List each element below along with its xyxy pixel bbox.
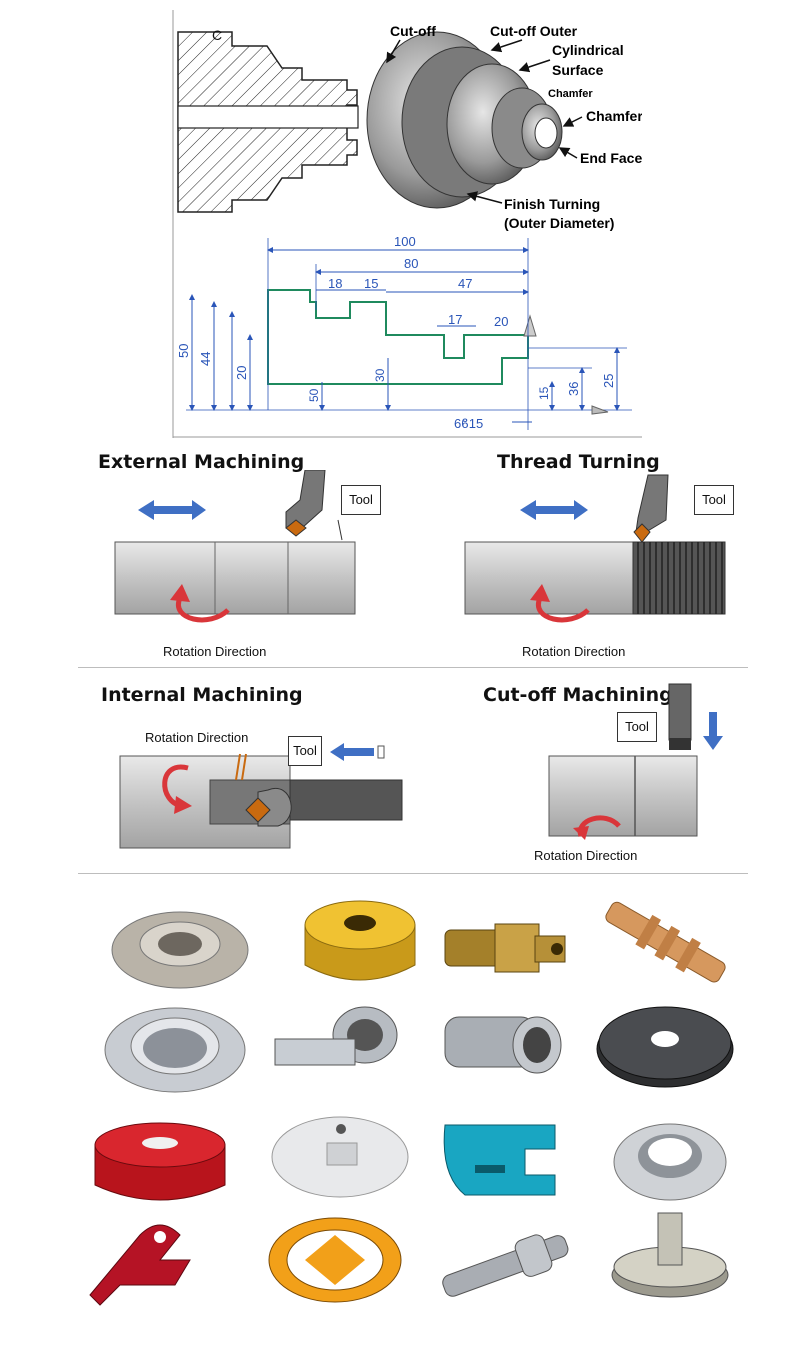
- internal-machining-title: Internal Machining: [101, 684, 303, 706]
- steel-pivot-arm-icon: [274, 1006, 398, 1066]
- dim-18: 18: [328, 276, 342, 291]
- left-arrow-icon: [330, 743, 385, 761]
- parts-gallery: [0, 890, 800, 1340]
- dim-100: 100: [394, 234, 416, 249]
- down-arrow-icon: [703, 712, 723, 750]
- internal-tool-label: Tool: [288, 736, 322, 766]
- surface-label: Surface: [552, 62, 604, 78]
- horizontal-double-arrow-icon: [520, 500, 588, 520]
- steel-housing-icon: [444, 1016, 562, 1074]
- aluminum-flange-icon: [111, 911, 249, 989]
- machining-figure: C Cut-off Cut-off Outer Cylindrical Surf…: [172, 10, 643, 438]
- turned-part-render: [366, 31, 563, 209]
- gold-threaded-cap-icon: [304, 900, 416, 981]
- dim-50-inner: 50: [307, 388, 321, 402]
- end-face-label: End Face: [580, 150, 642, 166]
- internal-rotation-label: Rotation Direction: [145, 730, 249, 745]
- copper-shaft-icon: [605, 901, 726, 983]
- cutoff-label: Cut-off: [390, 23, 436, 39]
- dim-bottom: 6ϐ15: [454, 416, 483, 431]
- thread-rotation-label: Rotation Direction: [522, 644, 626, 659]
- dim-17: 17: [448, 312, 462, 327]
- dim-80: 80: [404, 256, 418, 271]
- dim-30: 30: [373, 368, 387, 382]
- dim-15: 15: [364, 276, 378, 291]
- rotation-arrow-icon: [530, 584, 590, 623]
- rotation-arrow-icon: [170, 584, 230, 623]
- dim-15-inner: 15: [537, 386, 551, 400]
- cross-section: [177, 31, 359, 213]
- brass-fitting-icon: [444, 923, 566, 973]
- black-flange-plate-icon: [596, 1006, 734, 1088]
- silver-flange-ring-icon: [104, 1007, 246, 1093]
- finish-turning-label: Finish Turning: [504, 196, 600, 212]
- dim-25: 25: [601, 374, 616, 388]
- steel-bolt-shaft-icon: [442, 1234, 569, 1297]
- divider-2: [78, 873, 748, 874]
- rotation-arrow-icon: [162, 764, 192, 814]
- cutoff-machining-diagram: [548, 683, 723, 840]
- external-machining-title: External Machining: [98, 451, 305, 473]
- dim-36: 36: [566, 382, 581, 396]
- white-plate-icon: [271, 1116, 409, 1198]
- top-figure: C Cut-off Cut-off Outer Cylindrical Surf…: [172, 10, 643, 438]
- boring-insert-icon: [245, 797, 271, 823]
- cutoff-machining-title: Cut-off Machining: [483, 684, 673, 706]
- racing-gear-icon: [268, 1217, 402, 1303]
- thread-turning-diagram: [464, 474, 726, 623]
- cutoff-tool-label: Tool: [617, 712, 657, 742]
- divider-1: [78, 667, 748, 668]
- parting-tool-icon: [668, 683, 692, 750]
- external-tool-label: Tool: [341, 485, 381, 515]
- c-mark-label: C: [212, 27, 222, 43]
- turning-tool-icon: [285, 470, 326, 537]
- dim-47: 47: [458, 276, 472, 291]
- dim-20-top: 20: [494, 314, 508, 329]
- red-bracket-icon: [89, 1224, 191, 1306]
- cylindrical-label: Cylindrical: [552, 42, 624, 58]
- rotation-arrow-icon: [573, 815, 621, 840]
- red-pulley-icon: [94, 1122, 226, 1201]
- teal-clamp-icon: [443, 1124, 556, 1196]
- silver-cup-washer-icon: [613, 1123, 727, 1201]
- external-machining-diagram: [114, 470, 356, 623]
- chamfer-small-label: Chamfer: [548, 88, 593, 100]
- internal-machining-diagram: [119, 753, 403, 849]
- cutoff-rotation-label: Rotation Direction: [534, 848, 638, 863]
- dim-44: 44: [198, 352, 213, 366]
- dim-50: 50: [176, 344, 191, 358]
- external-rotation-label: Rotation Direction: [163, 644, 267, 659]
- threaded-stud-disc-icon: [611, 1212, 729, 1298]
- cutoff-outer-label: Cut-off Outer: [490, 23, 578, 39]
- chamfer-label: Chamfer: [586, 108, 642, 124]
- thread-tool-icon: [633, 474, 669, 543]
- dimension-drawing: [186, 238, 632, 430]
- horizontal-double-arrow-icon: [138, 500, 206, 520]
- thread-turning-title: Thread Turning: [497, 451, 660, 473]
- outer-diameter-label: (Outer Diameter): [504, 215, 614, 231]
- thread-tool-label: Tool: [694, 485, 734, 515]
- dim-20-left: 20: [234, 366, 249, 380]
